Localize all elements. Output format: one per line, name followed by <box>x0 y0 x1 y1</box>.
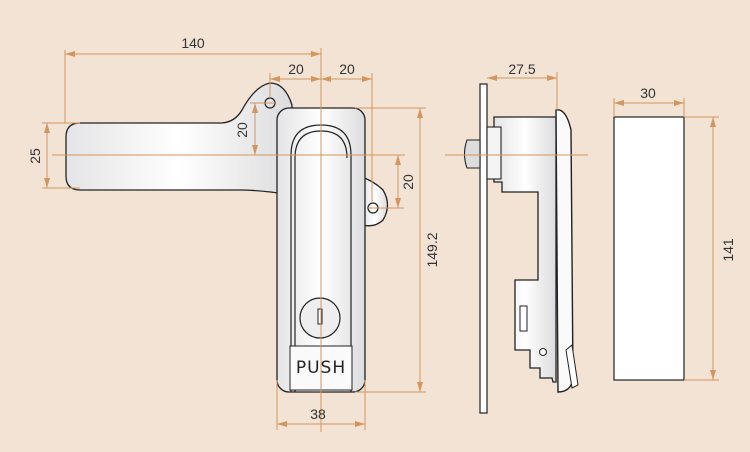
front-view: PUSH <box>65 82 389 393</box>
cam-nut <box>463 139 481 169</box>
dim-body-height: 149.2 <box>424 232 440 267</box>
dim-arm-height: 25 <box>27 148 43 164</box>
dim-hole-vertical-top: 20 <box>234 122 250 138</box>
dim-depth: 27.5 <box>508 61 535 77</box>
housing-collar <box>486 126 502 180</box>
panel-cutout <box>613 116 685 381</box>
dim-hole-offset-right: 20 <box>339 61 355 77</box>
dim-body-width: 38 <box>310 406 326 422</box>
dimension-labels: 140 20 20 25 20 20 149.2 38 27.5 30 141 <box>27 35 736 422</box>
lock-housing <box>493 116 557 383</box>
mounting-panel <box>479 83 488 414</box>
dimension-lines <box>42 48 719 432</box>
dim-cutout-width: 30 <box>640 85 656 101</box>
handle-arm <box>65 82 293 196</box>
dim-hole-offset-left: 20 <box>288 61 304 77</box>
dim-hole-vertical-bottom: 20 <box>400 174 416 190</box>
dim-cutout-height: 141 <box>720 238 736 262</box>
dim-overall-length: 140 <box>181 35 205 51</box>
side-hole <box>539 348 547 356</box>
right-lug <box>361 176 389 227</box>
key-slot-icon <box>317 308 323 325</box>
latch-tab <box>565 344 579 389</box>
side-slot <box>519 305 528 332</box>
side-view <box>463 83 579 414</box>
